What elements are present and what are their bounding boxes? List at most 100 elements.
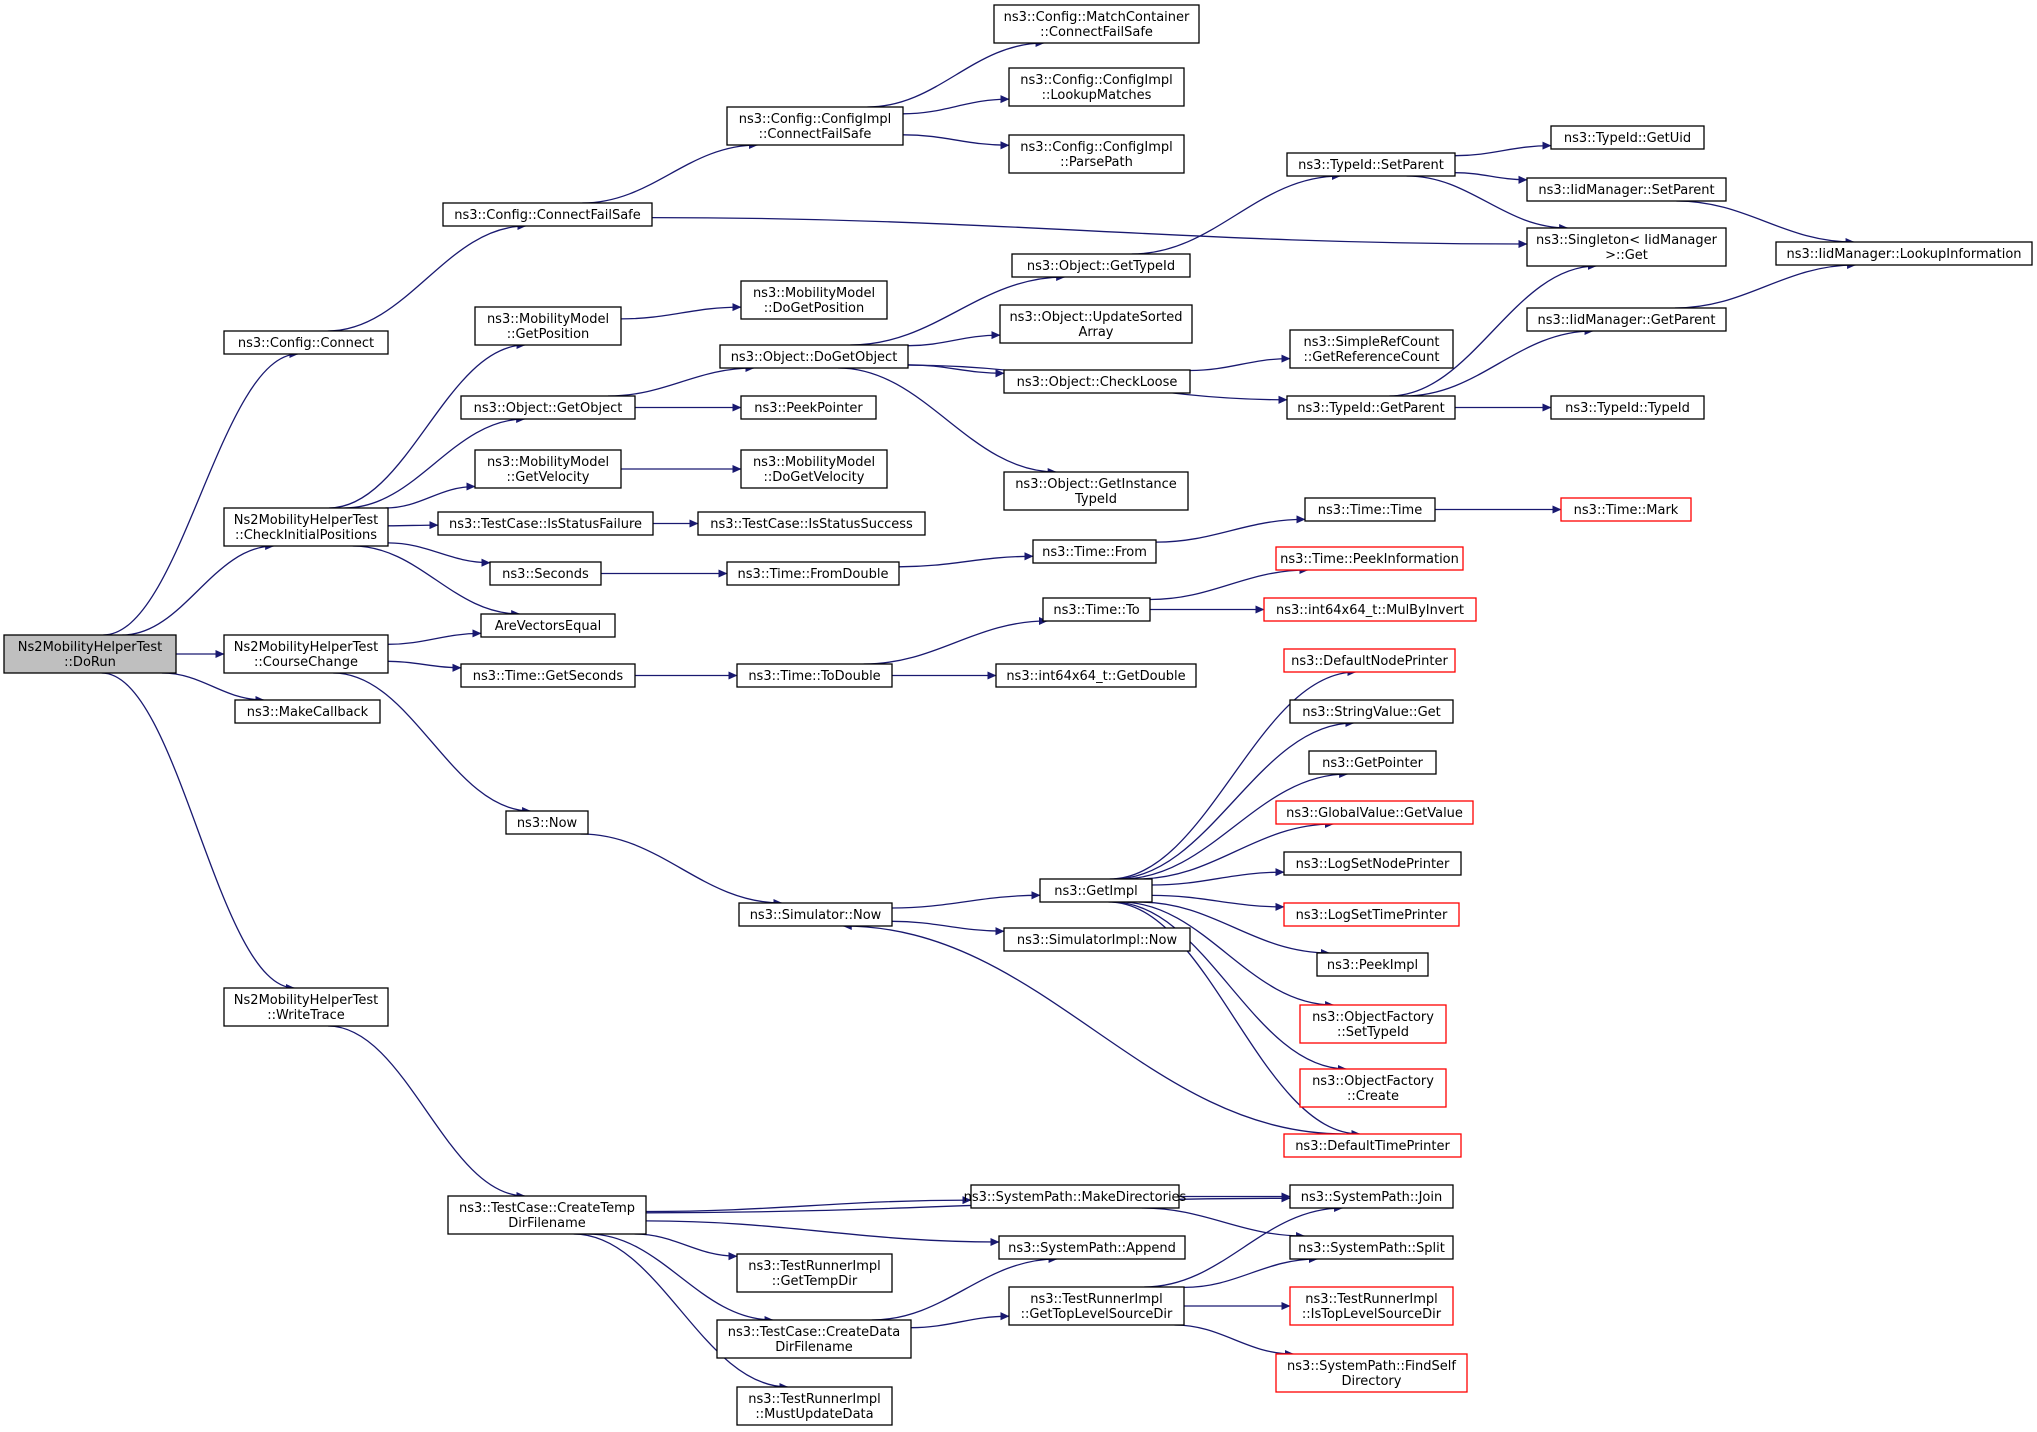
node-mm-dogetpos[interactable]: ns3::MobilityModel::DoGetPosition: [740, 280, 888, 320]
node-iid-getparent[interactable]: ns3::IidManager::GetParent: [1526, 307, 1727, 332]
node-cfg-cfs[interactable]: ns3::Config::ConnectFailSafe: [442, 202, 653, 227]
node-typeid-typeid[interactable]: ns3::TypeId::TypeId: [1550, 395, 1705, 420]
node-box: [1032, 539, 1157, 564]
node-tri-gettemp[interactable]: ns3::TestRunnerImpl::GetTempDir: [736, 1253, 893, 1293]
node-time-to[interactable]: ns3::Time::To: [1042, 597, 1151, 622]
node-obj-dogetobj[interactable]: ns3::Object::DoGetObject: [719, 344, 909, 369]
node-defnodeprinter[interactable]: ns3::DefaultNodePrinter: [1283, 648, 1456, 673]
node-mm-getpos[interactable]: ns3::MobilityModel::GetPosition: [474, 306, 622, 346]
node-label: ns3::Object::DoGetObject: [731, 350, 898, 365]
node-sim-now[interactable]: ns3::Simulator::Now: [738, 902, 893, 927]
edge-line: [344, 414, 526, 509]
edge-getimpl-to-globalvalue_getvalue: [1137, 819, 1334, 880]
node-iid-lookup[interactable]: ns3::IidManager::LookupInformation: [1775, 241, 2033, 266]
node-time-fromdouble[interactable]: ns3::Time::FromDouble: [726, 561, 900, 586]
node-box: [995, 663, 1197, 688]
node-cfgimpl-pp[interactable]: ns3::Config::ConfigImpl::ParsePath: [1008, 134, 1185, 174]
node-label: ::Create: [1347, 1089, 1399, 1104]
node-mm-dogetvel[interactable]: ns3::MobilityModel::DoGetVelocity: [740, 449, 888, 489]
node-typeid-getuid[interactable]: ns3::TypeId::GetUid: [1550, 125, 1705, 150]
node-coursechange[interactable]: Ns2MobilityHelperTest::CourseChange: [223, 634, 389, 674]
node-singleton-get[interactable]: ns3::Singleton< IidManager>::Get: [1526, 227, 1727, 267]
node-mm-getvel[interactable]: ns3::MobilityModel::GetVelocity: [474, 449, 622, 489]
node-time-peekinfo[interactable]: ns3::Time::PeekInformation: [1275, 546, 1464, 571]
node-obj-getobj[interactable]: ns3::Object::GetObject: [460, 395, 636, 420]
edge-line: [651, 216, 1528, 249]
edge-dorun-to-checkinit: [122, 541, 275, 636]
node-sp-join[interactable]: ns3::SystemPath::Join: [1289, 1184, 1454, 1209]
node-label: ns3::StringValue::Get: [1302, 705, 1440, 720]
node-box: [1289, 1235, 1454, 1260]
edge-line: [891, 891, 1041, 909]
node-int-mulbyinv[interactable]: ns3::int64x64_t::MulByInvert: [1263, 597, 1477, 622]
node-seconds[interactable]: ns3::Seconds: [489, 561, 602, 586]
node-time-from[interactable]: ns3::Time::From: [1032, 539, 1157, 564]
edge-coursechange-to-now: [333, 672, 532, 816]
node-mc-cfs[interactable]: ns3::Config::MatchContainer::ConnectFail…: [993, 4, 1200, 44]
node-box: [736, 1386, 893, 1426]
edge-dorun-to-writetrace: [101, 672, 295, 993]
node-label: ns3::IidManager::SetParent: [1538, 183, 1714, 198]
node-tc-issucc[interactable]: ns3::TestCase::IsStatusSuccess: [697, 511, 926, 536]
edge-checkinit-to-mm_getpos: [328, 340, 526, 509]
node-stringvalue-get[interactable]: ns3::StringValue::Get: [1289, 699, 1454, 724]
node-tri-istoplevel[interactable]: ns3::TestRunnerImpl::IsTopLevelSourceDir: [1289, 1286, 1454, 1326]
node-label: ns3::Object::CheckLoose: [1017, 375, 1178, 390]
node-box: [726, 561, 900, 586]
node-time-time[interactable]: ns3::Time::Time: [1304, 497, 1436, 522]
node-obj-checkloose[interactable]: ns3::Object::CheckLoose: [1003, 369, 1191, 394]
edge-tc_createtemp-to-sp_makedirs: [645, 1196, 972, 1213]
node-obj-gettypeid[interactable]: ns3::Object::GetTypeId: [1011, 253, 1191, 278]
edge-line: [842, 921, 1345, 1135]
node-typeid-setparent[interactable]: ns3::TypeId::SetParent: [1286, 152, 1456, 177]
node-simimpl-now[interactable]: ns3::SimulatorImpl::Now: [1003, 927, 1191, 952]
node-globalvalue-getvalue[interactable]: ns3::GlobalValue::GetValue: [1275, 800, 1474, 825]
edge-line: [620, 303, 742, 320]
edge-iid_setparent-to-iid_lookup: [1676, 200, 1855, 247]
node-typeid-getparent[interactable]: ns3::TypeId::GetParent: [1286, 395, 1456, 420]
node-cfgimpl-cfs[interactable]: ns3::Config::ConfigImpl::ConnectFailSafe: [726, 106, 904, 146]
node-cfgimpl-lm[interactable]: ns3::Config::ConfigImpl::LookupMatches: [1008, 67, 1185, 107]
node-of-settypeid[interactable]: ns3::ObjectFactory::SetTypeId: [1299, 1004, 1447, 1044]
node-box: [474, 306, 622, 346]
edge-checkinit-to-mm_getvel: [385, 482, 476, 509]
node-of-create[interactable]: ns3::ObjectFactory::Create: [1299, 1068, 1447, 1108]
node-tri-mustupdate[interactable]: ns3::TestRunnerImpl::MustUpdateData: [736, 1386, 893, 1426]
node-cfg-connect[interactable]: ns3::Config::Connect: [223, 330, 389, 355]
node-sp-append[interactable]: ns3::SystemPath::Append: [998, 1235, 1186, 1260]
node-tc-isfail[interactable]: ns3::TestCase::IsStatusFailure: [437, 511, 654, 536]
node-arevec[interactable]: AreVectorsEqual: [480, 613, 616, 638]
node-deftimeprinter[interactable]: ns3::DefaultTimePrinter: [1283, 1133, 1462, 1158]
node-peekpointer[interactable]: ns3::PeekPointer: [740, 395, 877, 420]
node-label: ::GetPosition: [507, 327, 590, 342]
node-int-getdouble[interactable]: ns3::int64x64_t::GetDouble: [995, 663, 1197, 688]
node-dorun[interactable]: Ns2MobilityHelperTest::DoRun: [3, 634, 177, 674]
node-getpointer[interactable]: ns3::GetPointer: [1308, 750, 1437, 775]
node-checkinit[interactable]: Ns2MobilityHelperTest::CheckInitialPosit…: [223, 507, 389, 547]
node-src-getref[interactable]: ns3::SimpleRefCount::GetReferenceCount: [1289, 329, 1454, 369]
node-box: [740, 395, 877, 420]
node-label: ns3::Time::GetSeconds: [473, 669, 624, 684]
node-iid-setparent[interactable]: ns3::IidManager::SetParent: [1526, 177, 1727, 202]
node-now[interactable]: ns3::Now: [505, 810, 589, 835]
node-box: [234, 699, 381, 724]
node-box: [1550, 395, 1705, 420]
node-writetrace[interactable]: Ns2MobilityHelperTest::WriteTrace: [223, 987, 389, 1027]
node-peekimpl[interactable]: ns3::PeekImpl: [1316, 952, 1429, 977]
node-time-getsec[interactable]: ns3::Time::GetSeconds: [460, 663, 636, 688]
node-makecallback[interactable]: ns3::MakeCallback: [234, 699, 381, 724]
node-getimpl[interactable]: ns3::GetImpl: [1039, 878, 1153, 903]
node-logsettimeprinter[interactable]: ns3::LogSetTimePrinter: [1283, 902, 1460, 927]
node-box: [1011, 253, 1191, 278]
node-time-todouble[interactable]: ns3::Time::ToDouble: [736, 663, 893, 688]
node-time-mark[interactable]: ns3::Time::Mark: [1560, 497, 1692, 522]
node-tri-gettoplevel[interactable]: ns3::TestRunnerImpl::GetTopLevelSourceDi…: [1008, 1286, 1185, 1326]
node-logsetnodeprinter[interactable]: ns3::LogSetNodePrinter: [1283, 851, 1462, 876]
node-sp-makedirs[interactable]: ns3::SystemPath::MakeDirectories: [964, 1184, 1187, 1209]
node-sp-split[interactable]: ns3::SystemPath::Split: [1289, 1235, 1454, 1260]
